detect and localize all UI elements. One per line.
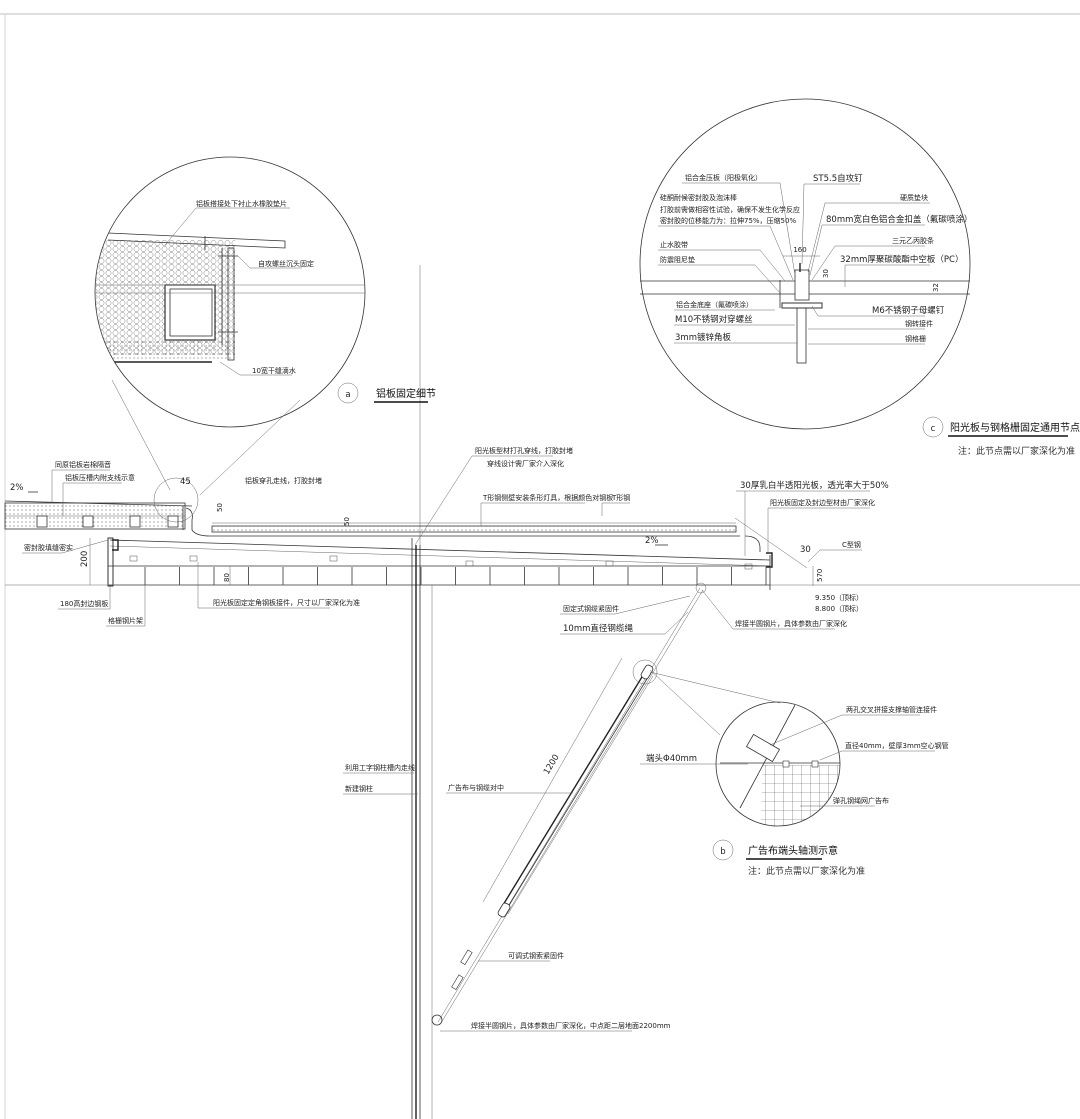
label: ST5.5自攻钉 xyxy=(813,173,863,184)
detail-title: 阳光板与钢格栅固定通用节点示意 xyxy=(950,421,1080,434)
label: C型钢 xyxy=(842,540,861,549)
label: 阳光板固定及封边型材由厂家深化 xyxy=(770,498,875,507)
detail-c-right-labels: ST5.5自攻钉 硬质垫块 80mm宽白色铝合金扣盖（氟碳喷涂） 三元乙丙胶条 … xyxy=(801,173,972,345)
label: 阳光板型材打孔穿线，打胶封堵 xyxy=(475,446,573,455)
detail-a-title: a 铝板固定细节 xyxy=(337,382,436,404)
level: 8.800（顶标） xyxy=(815,604,863,613)
label: 止水胶带 xyxy=(660,240,688,249)
detail-note: 注：此节点需以厂家深化为准 xyxy=(748,865,865,877)
label: 铝合金底座（氟碳喷涂） xyxy=(676,300,753,309)
label: 铝板搭接处下衬止水橡胶垫片 xyxy=(196,199,287,208)
section-dimensions: 2% 45 50 50 2% 30 200 80 570 9.350（顶标） 8… xyxy=(10,477,863,613)
label: 30厚乳白半透阳光板，透光率大于50% xyxy=(740,480,889,491)
label: 三元乙丙胶条 xyxy=(892,236,934,245)
detail-b-title: b 广告布端头轴测示意 注：此节点需以厂家深化为准 xyxy=(712,839,865,877)
label: 密封胶的位移能力为：拉伸75%，压缩50% xyxy=(660,216,796,225)
dim: 1200 xyxy=(542,753,562,777)
label: T形钢 xyxy=(611,493,630,502)
dim: 80 xyxy=(223,573,231,582)
label: 32mm厚聚碳酸酯中空板（PC） xyxy=(840,254,963,265)
label: M10不锈钢对穿螺丝 xyxy=(675,314,753,325)
detail-marker: b xyxy=(720,847,725,857)
detail-marker: c xyxy=(931,424,936,434)
label: 直径40mm，壁厚3mm空心钢管 xyxy=(845,741,949,750)
label: 阳光板固定定角钢板接件，尺寸以厂家深化为准 xyxy=(213,598,360,607)
label: 铝合金压板（阳极氧化） xyxy=(685,173,762,182)
detail-marker: a xyxy=(345,390,350,400)
label: 两孔交叉拼接支撑轴管连接件 xyxy=(846,705,937,714)
detail-c-left-labels: 铝合金压板（阳极氧化） 硅酮耐候密封胶及泡沫棒 打胶前需做相容性试验，确保不发生… xyxy=(658,173,800,344)
detail-title: 铝板固定细节 xyxy=(376,387,436,400)
label: 硬质垫块 xyxy=(900,193,928,202)
section-labels: 同原铝板岩棉隔音 铝板压槽内附支线示意 铝板穿孔走线，打胶封堵 阳光板型材打孔穿… xyxy=(22,446,889,635)
label: 硅酮耐候密封胶及泡沫棒 xyxy=(660,193,737,202)
detail-title: 广告布端头轴测示意 xyxy=(748,844,838,857)
label: 3mm镀锌角板 xyxy=(675,332,731,343)
detail-a-circle: 铝板搭接处下衬止水橡胶垫片 自攻螺丝沉头固定 10宽干缝滴水 xyxy=(94,156,421,545)
label: 密封胶填缝密实 xyxy=(24,543,73,552)
dim: 570 xyxy=(816,569,824,582)
dim: 30 xyxy=(822,269,830,278)
level: 9.350（顶标） xyxy=(815,593,863,602)
slope: 2% xyxy=(645,536,659,546)
page-frame xyxy=(0,13,1080,1119)
label: 可调式钢索紧固件 xyxy=(508,951,564,960)
label: 广告布与钢缆对中 xyxy=(448,783,504,792)
label: 80mm宽白色铝合金扣盖（氟碳喷涂） xyxy=(826,214,972,225)
label: T形钢侧壁安装条形灯具，根据颜色对钢板 xyxy=(482,493,613,502)
label: 铝板穿孔走线，打胶封堵 xyxy=(245,476,322,485)
label: 10宽干缝滴水 xyxy=(252,366,296,375)
label: 固定式钢缆紧固件 xyxy=(563,604,619,613)
label: 穿线设计需厂家介入深化 xyxy=(487,459,564,468)
advertising-banner: 1200 广告布与钢缆对中 可调式钢索紧固件 焊接半圆钢片，具体参数由厂家深化，… xyxy=(431,582,707,1032)
label: 焊接半圆钢片，具体参数由厂家深化 xyxy=(735,619,847,628)
detail-b-circle: 两孔交叉拼接支撑轴管连接件 直径40mm，壁厚3mm空心钢管 端头Φ40mm 弹… xyxy=(640,701,949,827)
grille-fins xyxy=(144,567,767,585)
dim: 160 xyxy=(793,246,806,254)
label: 打胶前需做相容性试验，确保不发生化学反应 xyxy=(660,205,800,214)
dim: 45 xyxy=(180,477,191,487)
label: 钢转接件 xyxy=(905,319,933,328)
label: 焊接半圆钢片，具体参数由厂家深化，中点距二层地面2200mm xyxy=(471,1021,671,1030)
label: 钢格栅 xyxy=(905,334,926,343)
label: 格栅钢片架 xyxy=(108,616,143,625)
label: 新建钢柱 xyxy=(345,784,373,793)
label: 端头Φ40mm xyxy=(646,753,697,764)
label: 180高封边钢板 xyxy=(60,599,108,608)
label: 防震阻尼垫 xyxy=(660,255,695,264)
detail-c-circle: 160 30 32 铝合金压板（阳极氧化） 硅酮耐候密封胶及泡沫棒 打胶前需做相… xyxy=(639,98,972,430)
dim: 30 xyxy=(800,545,811,555)
dim: 200 xyxy=(80,551,90,567)
label: 10mm直径钢缆绳 xyxy=(563,623,633,634)
slope: 2% xyxy=(10,483,24,493)
dim: 50 xyxy=(343,517,351,526)
dim: 50 xyxy=(216,503,224,512)
detail-note: 注：此节点需以厂家深化为准 xyxy=(958,445,1075,457)
label: 弹孔钢绳网广告布 xyxy=(833,796,889,805)
label: 自攻螺丝沉头固定 xyxy=(258,259,314,268)
detail-c-title: c 阳光板与钢格栅固定通用节点示意 注：此节点需以厂家深化为准 xyxy=(922,416,1080,457)
label: 同原铝板岩棉隔音 xyxy=(55,460,111,469)
label: M6不锈钢子母螺钉 xyxy=(872,305,945,316)
label: 铝板压槽内附支线示意 xyxy=(65,473,135,482)
steel-column: 利用工字钢柱槽内走线 新建钢柱 xyxy=(343,538,433,1119)
roof-section xyxy=(4,477,1080,590)
dim: 32 xyxy=(932,283,940,292)
label: 利用工字钢柱槽内走线 xyxy=(345,763,415,772)
